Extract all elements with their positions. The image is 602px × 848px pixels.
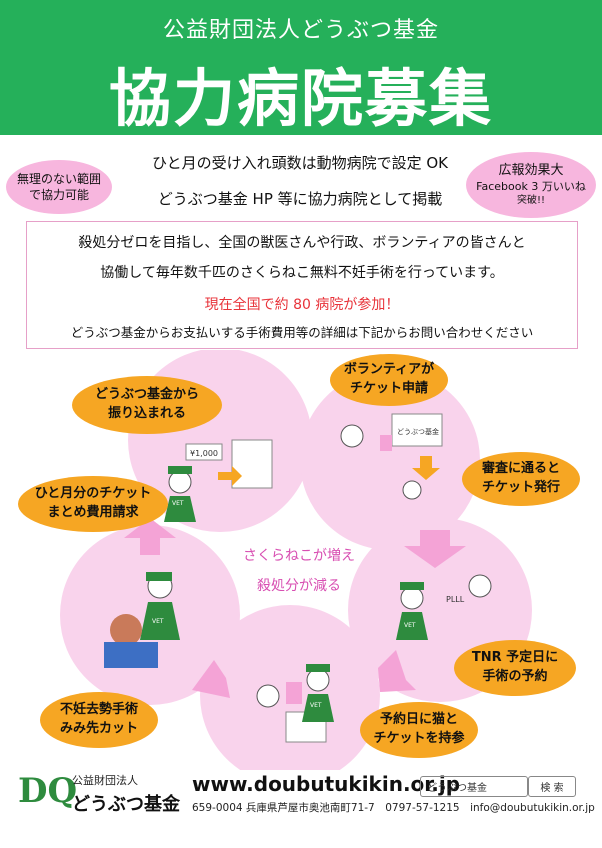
step-bring: 予約日に猫と チケットを持参 — [360, 702, 478, 758]
bubble-cooperation: 無理のない範囲 で協力可能 — [6, 160, 112, 214]
vet-label-2: VET — [404, 622, 416, 629]
ticket-icon — [380, 435, 392, 451]
vet-cap-3-icon — [146, 572, 172, 581]
search-button[interactable]: 検 索 — [528, 776, 576, 797]
vet-body-icon — [164, 496, 196, 522]
yen-note-label: ¥1,000 — [190, 449, 218, 458]
header-banner — [0, 0, 602, 135]
cat-icon — [110, 614, 142, 646]
footer-org-small: 公益財団法人 — [72, 774, 138, 787]
vet-label-1: VET — [172, 500, 184, 507]
step-volunteer: ボランティアが チケット申請 — [330, 354, 448, 406]
vet-cap-2-icon — [400, 582, 424, 590]
step-invoice: ひと月分のチケット まとめ費用請求 — [18, 476, 168, 532]
phone-ring-label: PLLL — [446, 595, 465, 604]
vet-body-3-icon — [140, 602, 180, 640]
fund-sign-label: どうぶつ基金 — [397, 427, 439, 436]
arrow-down-orange-icon — [412, 456, 440, 480]
step-schedule: TNR 予定日に 手術の予約 — [454, 640, 576, 696]
lead-line-1: ひと月の受け入れ頭数は動物病院で設定 OK — [152, 154, 448, 172]
center-message-2: 殺処分が減る — [257, 578, 341, 594]
arrow-bring-to-surgery — [192, 660, 230, 698]
vet-head-2-icon — [400, 586, 424, 610]
volunteer-carrier-icon — [256, 684, 280, 708]
info-line-4: どうぶつ基金からお支払いする手術費用等の詳細は下記からお問い合わせください — [70, 325, 534, 340]
page-title: 協力病院募集 — [108, 62, 493, 135]
lead-line-2: どうぶつ基金 HP 等に協力病院として掲載 — [157, 190, 443, 208]
logo-mark: DQ — [18, 771, 78, 811]
volunteer-phone-icon — [468, 574, 492, 598]
vet-cap-4-icon — [306, 664, 330, 672]
bubble-pr: 広報効果大 Facebook 3 万いいね 突破!! — [466, 152, 596, 218]
arrow-schedule-to-bring — [378, 650, 416, 692]
info-line-3: 現在全国で約 80 病院が参加！ — [204, 297, 400, 313]
step-surgery: 不妊去勢手術 みみ先カット — [40, 692, 158, 748]
center-message-1: さくらねこが増え — [243, 548, 355, 564]
org-name: 公益財団法人どうぶつ基金 — [162, 18, 439, 43]
ticket-2-icon — [286, 682, 302, 704]
vet-head-icon — [168, 470, 192, 494]
info-line-1: 殺処分ゼロを目指し、全国の獣医さんや行政、ボランティアの皆さんと — [78, 235, 526, 251]
step-transfer: どうぶつ基金から 振り込まれる — [72, 376, 222, 434]
step-review: 審査に通ると チケット発行 — [462, 452, 580, 506]
bubble-pr-line1: 広報効果大 — [498, 163, 564, 179]
vet-head-4-icon — [306, 668, 330, 692]
arrow-left-orange-icon — [218, 466, 242, 486]
vet-cap-icon — [168, 466, 192, 474]
surgery-table-icon — [104, 642, 158, 668]
vet-label-4: VET — [310, 702, 322, 709]
vet-body-4-icon — [302, 694, 334, 722]
volunteer-small-icon — [402, 480, 422, 500]
yen-note-icon — [185, 443, 223, 461]
fund-building-icon — [231, 439, 273, 489]
footer-address: 659-0004 兵庫県芦屋市奥池南町71-7 0797-57-1215 inf… — [192, 802, 595, 814]
arrow-surgery-to-invoice — [124, 518, 176, 555]
vet-body-2-icon — [396, 612, 428, 640]
bubble-pr-line3: 突破!! — [516, 195, 546, 207]
info-box: 殺処分ゼロを目指し、全国の獣医さんや行政、ボランティアの皆さんと 協働して毎年数… — [26, 221, 578, 349]
footer-org-name: どうぶつ基金 — [72, 794, 180, 815]
footer-url[interactable]: www.doubutukikin.or.jp — [192, 772, 461, 796]
cycle-diagram: ¥1,000 どうぶつ基金 PLLL — [60, 350, 532, 770]
info-line-2: 協働して毎年数千匹のさくらねこ無料不妊手術を行っています。 — [100, 265, 504, 281]
arrow-review-to-schedule — [404, 530, 466, 568]
volunteer-head-icon — [340, 424, 364, 448]
vet-label-3: VET — [152, 618, 164, 625]
fund-sign-icon — [391, 413, 443, 447]
search-input[interactable]: どうぶつ基金 — [420, 776, 528, 797]
bubble-pr-line2: Facebook 3 万いいね — [476, 179, 586, 193]
